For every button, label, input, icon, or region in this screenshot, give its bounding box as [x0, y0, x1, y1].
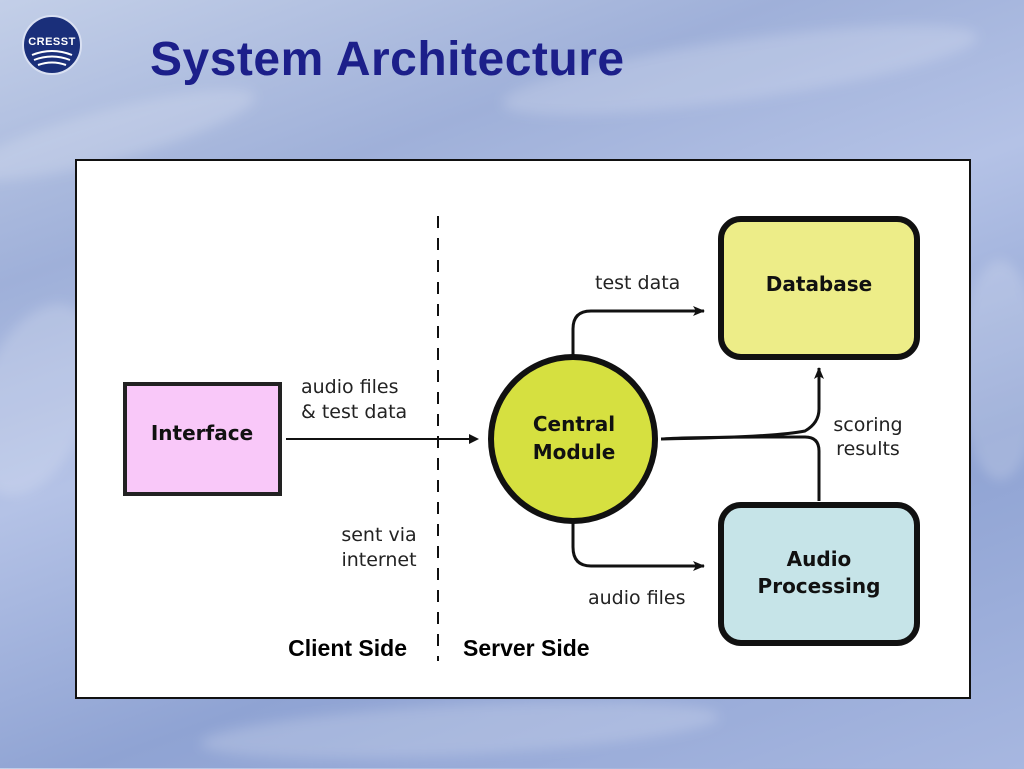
edge-test-data: [571, 306, 705, 357]
edge-scoring-to-database: [660, 367, 824, 441]
node-central-label-2: Module: [533, 440, 616, 464]
node-central-module: [488, 354, 658, 524]
page-title: System Architecture: [150, 33, 625, 86]
edge-label-audio-files: audio files: [588, 587, 686, 609]
annotation-internet: internet: [341, 549, 416, 571]
edge-label-test-data: test data: [595, 272, 680, 294]
annotation-sent-via: sent via: [341, 524, 416, 546]
edge-label-scoring-1: scoring: [833, 414, 902, 436]
edge-label-scoring-2: results: [836, 438, 900, 460]
edge-label-audio-test-2: & test data: [301, 401, 407, 423]
node-audio-label-1: Audio: [787, 547, 852, 571]
client-side-label: Client Side: [288, 635, 407, 661]
server-side-label: Server Side: [463, 635, 590, 661]
node-interface: [123, 382, 282, 496]
wave-icon: [31, 50, 73, 66]
node-database-label: Database: [766, 272, 872, 296]
node-interface-label: Interface: [151, 421, 253, 445]
edge-scoring-results: [661, 435, 821, 501]
edge-label-audio-test-1: audio files: [301, 376, 399, 398]
node-audio-label-2: Processing: [758, 574, 881, 598]
logo-text: CRESST: [28, 36, 76, 48]
architecture-diagram: Interface Central Module Database Audio …: [123, 216, 920, 661]
diagram-frame: Interface Central Module Database Audio …: [75, 159, 971, 699]
edge-audio-files: [571, 519, 705, 571]
node-central-label-1: Central: [533, 412, 615, 436]
node-database: [718, 216, 920, 360]
cresst-logo: CRESST: [22, 15, 82, 75]
node-audio-processing: [718, 502, 920, 646]
